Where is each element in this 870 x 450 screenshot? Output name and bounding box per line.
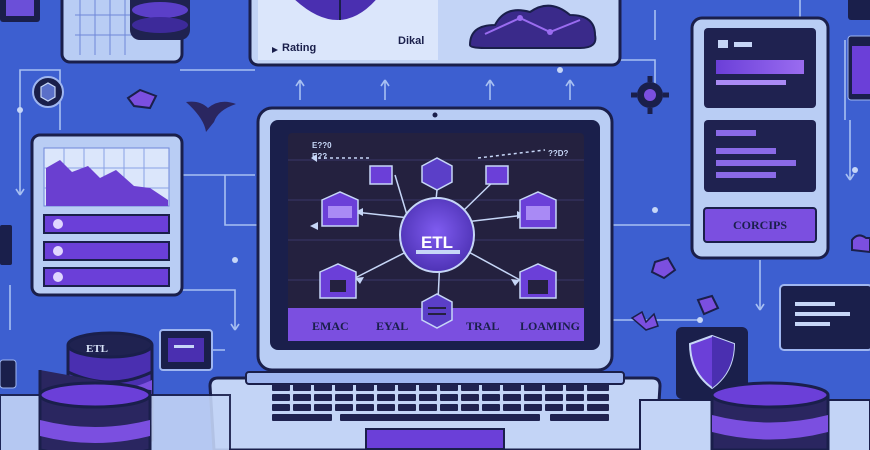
etl-hub-label: ETL bbox=[420, 233, 454, 252]
bird-icon bbox=[186, 101, 236, 132]
etl-hub bbox=[399, 197, 475, 273]
etl-step-3: TRAL bbox=[466, 319, 500, 333]
left-chart-card bbox=[30, 133, 184, 297]
database-label: ETL bbox=[86, 343, 109, 355]
left-edge-device bbox=[0, 225, 12, 265]
screen-nodes bbox=[310, 154, 557, 329]
mini-monitor bbox=[159, 329, 213, 371]
card-label-rating: Rating bbox=[282, 42, 317, 54]
butterfly-icon bbox=[630, 310, 659, 331]
left-list bbox=[43, 214, 170, 287]
right-panel bbox=[690, 16, 830, 260]
screen-tiny-label-3: ??D? bbox=[548, 149, 569, 158]
cube-node-icon bbox=[32, 76, 64, 108]
database-stack-right bbox=[639, 381, 870, 450]
connector-dots bbox=[17, 67, 858, 323]
corcips-button bbox=[703, 207, 817, 243]
screen-tiny-label-2: E?? bbox=[312, 152, 328, 161]
top-center-card bbox=[248, 0, 622, 67]
top-right-window-icon bbox=[848, 0, 870, 20]
right-document-card bbox=[779, 284, 870, 351]
screen-tiny-label-1: E??0 bbox=[312, 141, 332, 150]
etl-step-4: LOAMING bbox=[520, 319, 580, 333]
etl-step-2: EYAL bbox=[376, 319, 409, 333]
shield-icon bbox=[676, 327, 748, 399]
purple-shape bbox=[126, 88, 158, 110]
etl-step-1: EMAC bbox=[312, 319, 349, 333]
card-label-dikal: Dikal bbox=[398, 35, 425, 47]
gear-icon bbox=[631, 76, 669, 114]
top-left-chart-card bbox=[60, 0, 190, 64]
keyboard bbox=[272, 384, 609, 450]
corcips-button-label: CORCIPS bbox=[732, 218, 787, 232]
